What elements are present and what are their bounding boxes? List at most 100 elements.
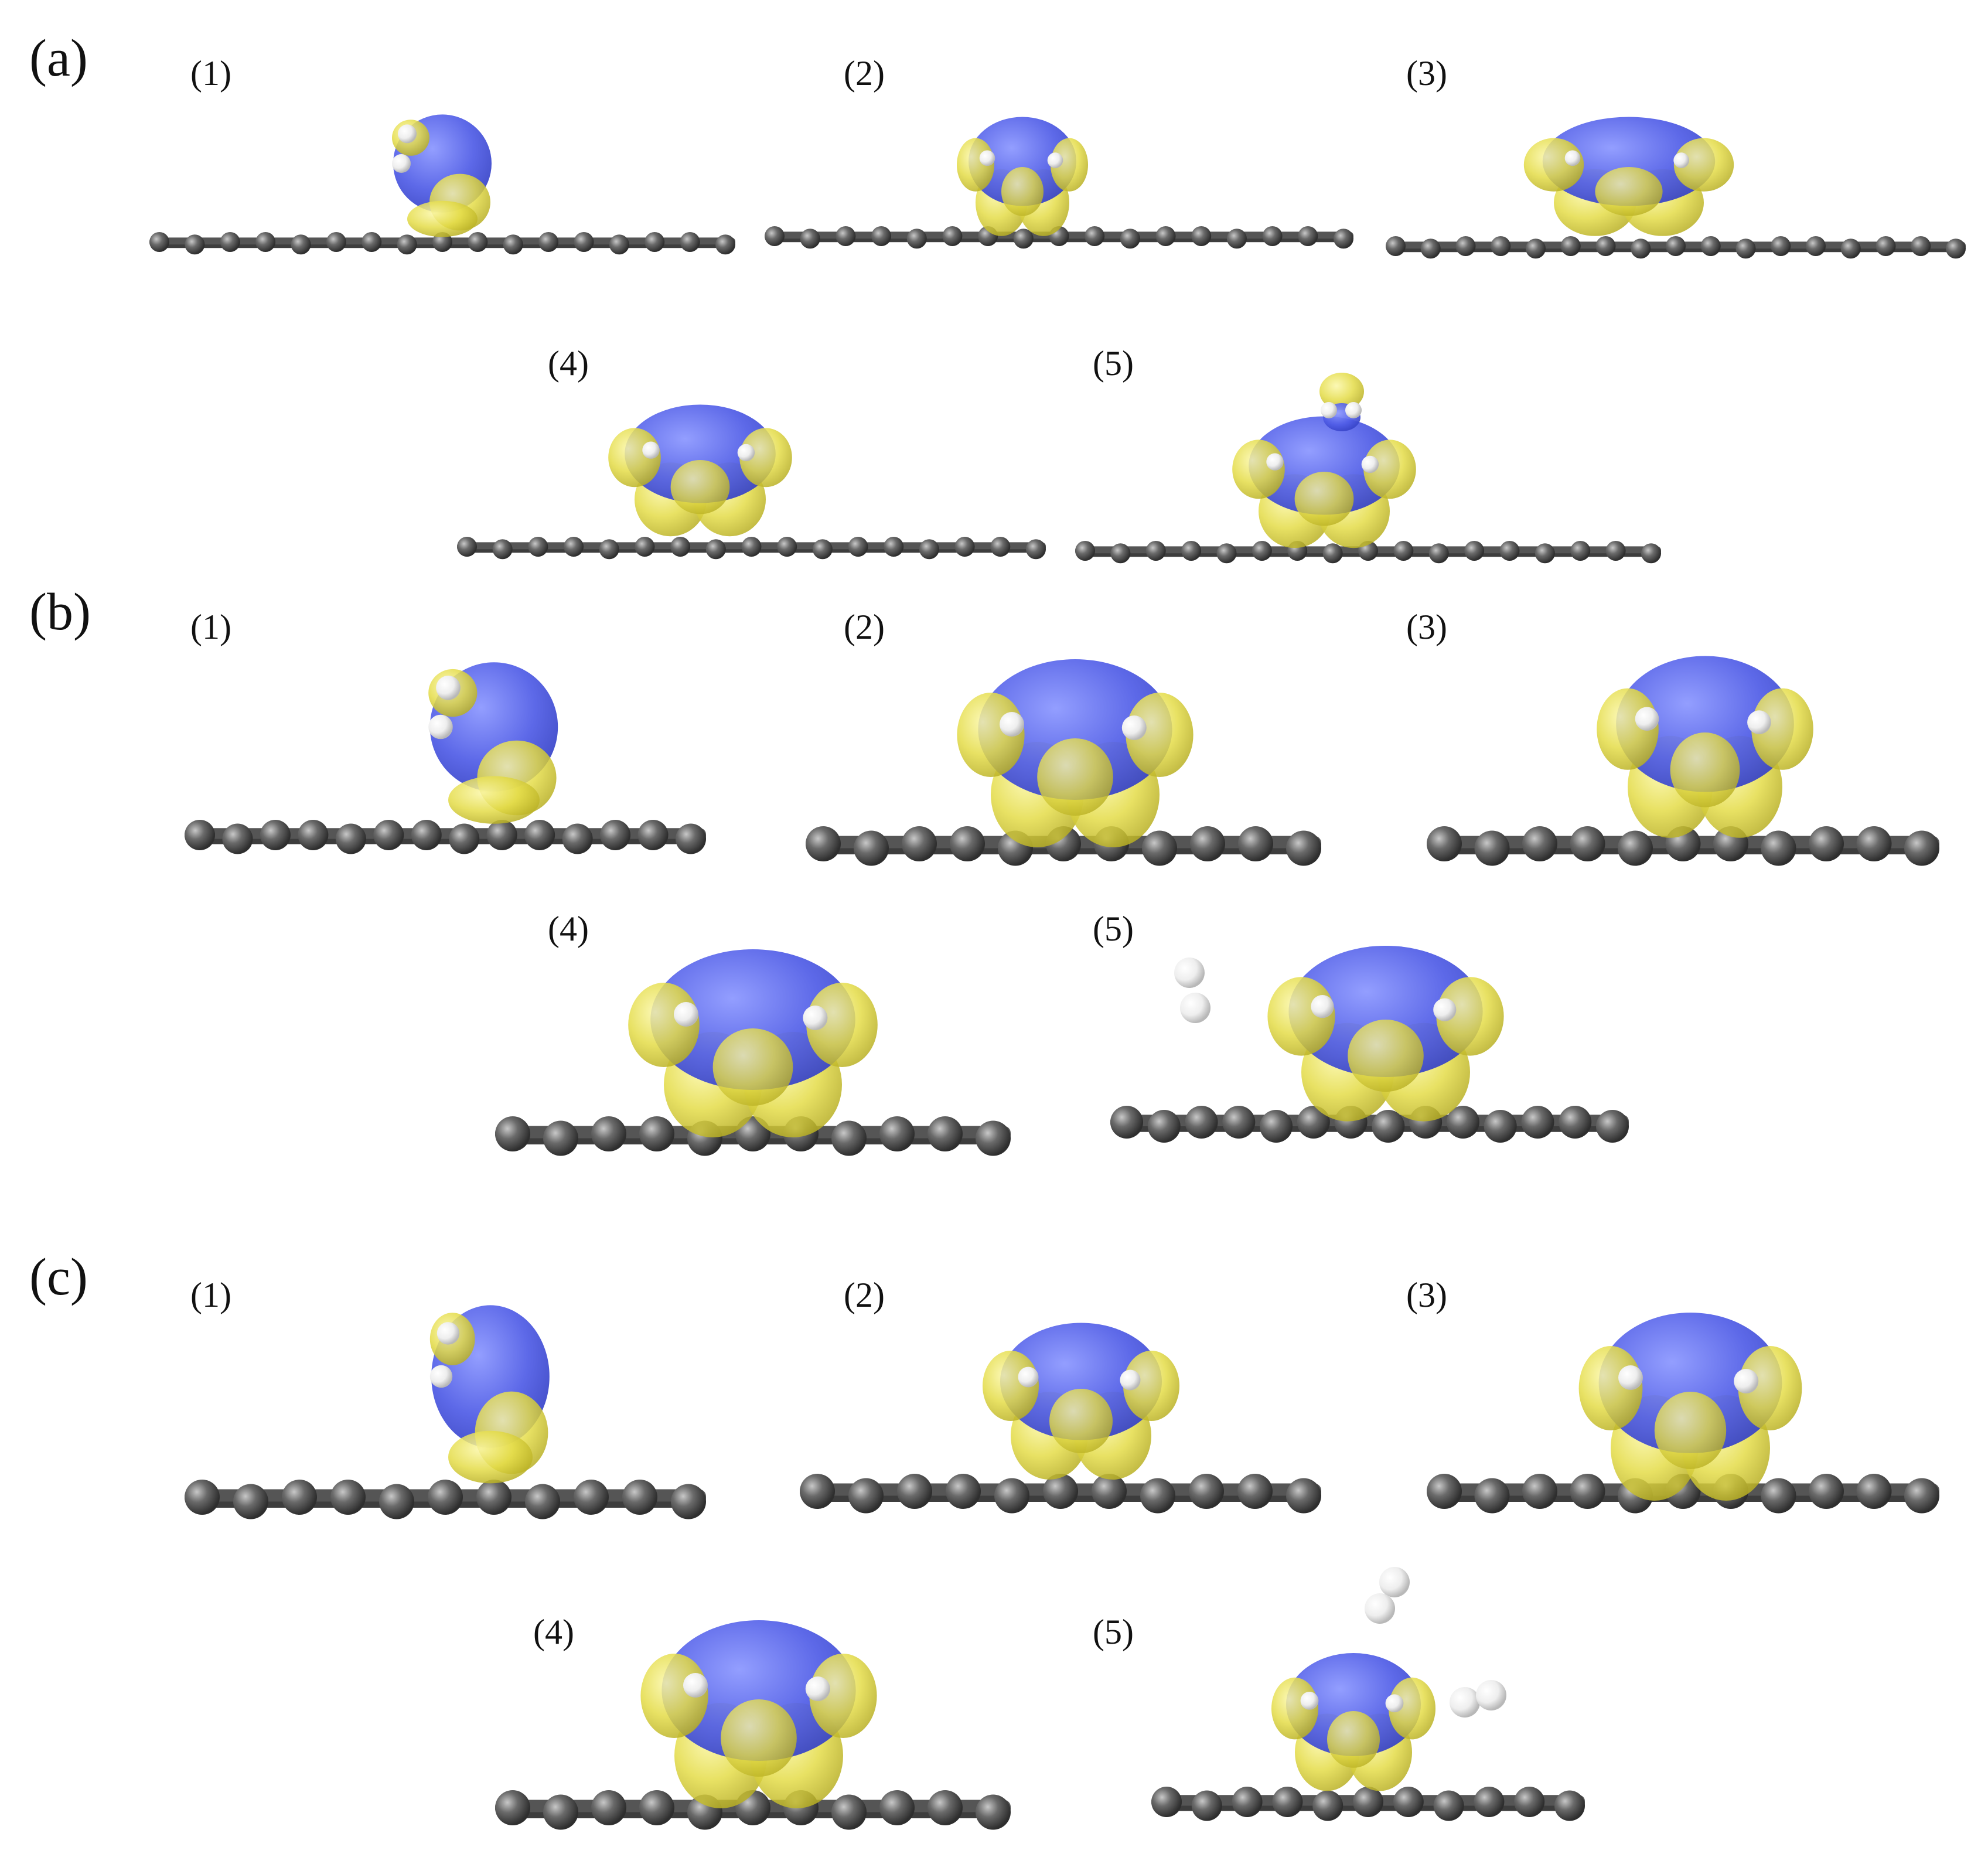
carbon-atom	[1191, 1790, 1222, 1821]
carbon-atom	[884, 537, 904, 557]
carbon-atom	[1238, 826, 1273, 861]
carbon-atom	[298, 820, 329, 850]
subpanel-label-a5: (5)	[1093, 344, 1134, 383]
carbon-atom	[1806, 236, 1826, 256]
carbon-atom	[538, 232, 559, 252]
carbon-atom	[927, 1116, 963, 1151]
carbon-atom	[503, 234, 523, 255]
carbon-atom	[600, 820, 631, 850]
carbon-atom	[1147, 1110, 1181, 1143]
carbon-atom	[495, 1790, 530, 1825]
carbon-atom	[432, 232, 452, 252]
carbon-atom	[591, 1790, 626, 1825]
yellow-lobe	[1294, 472, 1354, 526]
carbon-atom	[1809, 1474, 1844, 1509]
carbon-atom	[1666, 236, 1686, 256]
carbon-atom	[1840, 238, 1861, 259]
carbon-atom	[1535, 543, 1555, 564]
subpanel-label-a4: (4)	[548, 344, 589, 383]
blue-lobe	[969, 117, 1076, 206]
hydrogen-atom	[803, 1006, 828, 1030]
graphene-a2	[765, 226, 1353, 249]
yellow-lobe	[721, 1699, 797, 1777]
subpanel-label-b1: (1)	[190, 608, 231, 646]
cluster-b4	[628, 949, 878, 1137]
carbon-atom	[373, 820, 404, 850]
blue-lobe	[1616, 656, 1794, 792]
carbon-atom	[1474, 1787, 1505, 1817]
hydrogen-atom	[1018, 1367, 1039, 1388]
yellow-lobe	[1389, 1677, 1435, 1740]
yellow-lobe	[1327, 1711, 1380, 1768]
carbon-atom	[639, 1790, 674, 1825]
carbon-atom	[1427, 1474, 1462, 1509]
carbon-atom	[1446, 1106, 1479, 1139]
hydrogen-atom	[398, 124, 417, 144]
carbon-atom	[1735, 238, 1756, 259]
hydrogen-atom	[392, 154, 411, 173]
graphene-c2	[800, 1474, 1321, 1514]
carbon-atom	[260, 820, 291, 850]
carbon-atom	[1559, 1106, 1592, 1139]
carbon-atom	[1904, 830, 1939, 866]
hydrogen-atom	[1379, 1567, 1410, 1597]
yellow-lobe	[448, 776, 540, 824]
carbon-atom	[800, 229, 820, 249]
carbon-atom	[1145, 541, 1166, 561]
carbon-atom	[1155, 226, 1176, 246]
carbon-atom	[524, 820, 555, 850]
carbon-atom	[233, 1484, 268, 1519]
carbon-atom	[379, 1484, 414, 1519]
carbon-atom	[185, 234, 205, 255]
hydrogen-atom	[683, 1673, 708, 1698]
carbon-atom	[1946, 238, 1966, 259]
carbon-atom	[1420, 238, 1441, 259]
carbon-atom	[1464, 541, 1485, 561]
graphene-c5	[1151, 1787, 1585, 1821]
yellow-lobe	[1037, 738, 1113, 816]
fragment-a5	[1319, 373, 1364, 431]
yellow-lobe	[448, 1430, 533, 1484]
carbon-atom	[1353, 1787, 1383, 1817]
carbon-atom	[1876, 236, 1896, 256]
carbon-atom	[919, 539, 939, 560]
carbon-atom	[495, 1116, 530, 1151]
carbon-atom	[428, 1480, 463, 1515]
carbon-atom	[927, 1790, 963, 1825]
yellow-lobe	[712, 1028, 793, 1106]
hydrogen-atom	[437, 1322, 460, 1345]
carbon-atom	[1085, 226, 1105, 246]
carbon-atom	[1226, 229, 1247, 249]
carbon-atom	[676, 823, 706, 854]
carbon-atom	[1522, 1474, 1557, 1509]
cluster-b3	[1597, 656, 1813, 838]
blue-lobe	[625, 404, 776, 503]
subpanel-label-a3: (3)	[1406, 54, 1447, 93]
hydrogen-atom	[1635, 707, 1659, 731]
graphene-a4	[457, 537, 1046, 560]
carbon-atom	[1185, 1106, 1218, 1139]
carbon-atom	[670, 537, 691, 557]
carbon-atom	[1120, 229, 1140, 249]
carbon-atom	[1771, 236, 1791, 256]
carbon-atom	[599, 539, 619, 560]
carbon-atom	[806, 826, 841, 861]
carbon-atom	[574, 232, 594, 252]
carbon-atom	[1856, 1474, 1892, 1509]
carbon-atom	[1393, 1787, 1424, 1817]
carbon-atom	[1618, 830, 1653, 866]
carbon-atom	[1631, 238, 1651, 259]
hydrogen-atom	[1476, 1680, 1506, 1710]
yellow-lobe	[1123, 1351, 1179, 1421]
cluster-a1	[392, 114, 492, 237]
hydrogen-atom	[1321, 402, 1337, 418]
carbon-atom	[871, 226, 892, 246]
carbon-atom	[1110, 1106, 1143, 1139]
carbon-atom	[1521, 1106, 1554, 1139]
yellow-lobe	[1751, 688, 1813, 770]
carbon-atom	[411, 820, 442, 850]
carbon-atom	[1151, 1787, 1182, 1817]
carbon-atom	[591, 1116, 626, 1151]
blue-lobe	[978, 659, 1172, 800]
carbon-atom	[486, 820, 517, 850]
